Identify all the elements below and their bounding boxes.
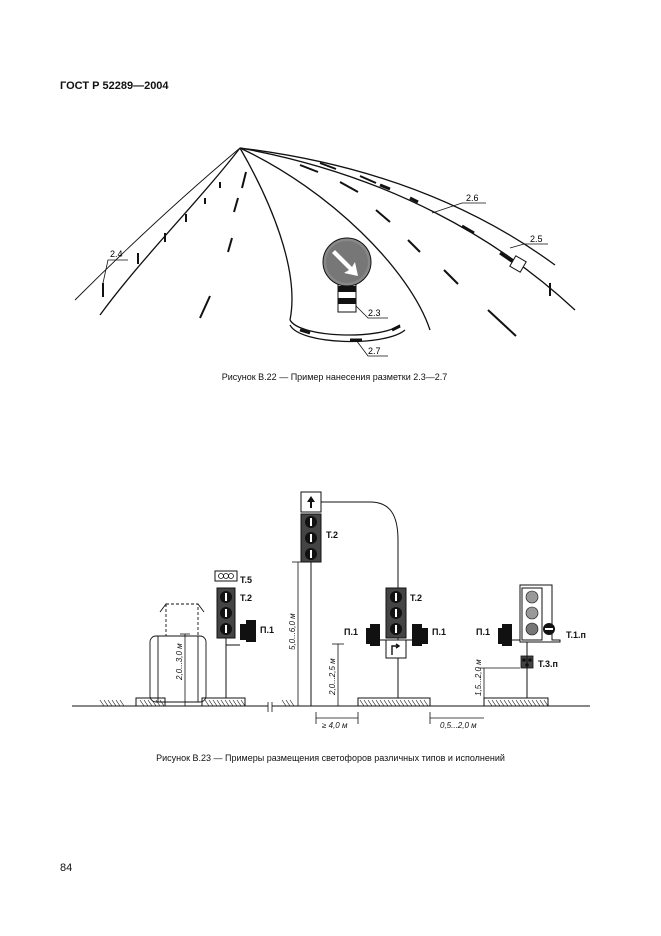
label-2-4: 2.4 — [110, 249, 123, 259]
figure-b23-traffic-lights: Т.5 Т.2 П.1 Т.2 Т.2 П.1 П.1 П.1 Т.1.п Т.… — [72, 491, 590, 730]
page-number: 84 — [60, 862, 73, 874]
document-header: ГОСТ Р 52289—2004 — [60, 80, 169, 92]
label-t5: Т.5 — [240, 575, 252, 585]
label-t2-mid: Т.2 — [410, 593, 422, 603]
label-2-6: 2.6 — [466, 193, 479, 203]
dim-5-6m: 5,0...6,0 м — [288, 613, 297, 650]
label-t1p: Т.1.п — [566, 630, 586, 640]
dim-4m: ≥ 4,0 м — [322, 721, 348, 730]
label-p1-left: П.1 — [260, 625, 274, 635]
dim-2-3m: 2,0...3,0 м — [175, 643, 184, 681]
dim-0-5-2m: 0,5...2,0 м — [440, 721, 477, 730]
label-2-3: 2.3 — [368, 308, 381, 318]
label-2-7: 2.7 — [368, 346, 381, 356]
label-p1-mid-right: П.1 — [432, 627, 446, 637]
figure-b22-road-marking: 2.4 2.6 2.5 2.3 2.7 — [74, 147, 576, 357]
label-t2-top: Т.2 — [326, 530, 338, 540]
label-t3p: Т.3.п — [538, 659, 558, 669]
dim-1-5-2m: 1,5...2,0 м — [474, 659, 483, 696]
figure-b23-caption: Рисунок В.23 — Примеры размещения светоф… — [156, 753, 505, 763]
figure-b22-caption: Рисунок В.22 — Пример нанесения разметки… — [221, 372, 448, 382]
dim-2-2-5m: 2,0...2,5 м — [328, 658, 337, 696]
label-p1-mid-left: П.1 — [344, 627, 358, 637]
label-2-5: 2.5 — [530, 234, 543, 244]
label-t2-left: Т.2 — [240, 593, 252, 603]
label-p1-right: П.1 — [476, 627, 490, 637]
